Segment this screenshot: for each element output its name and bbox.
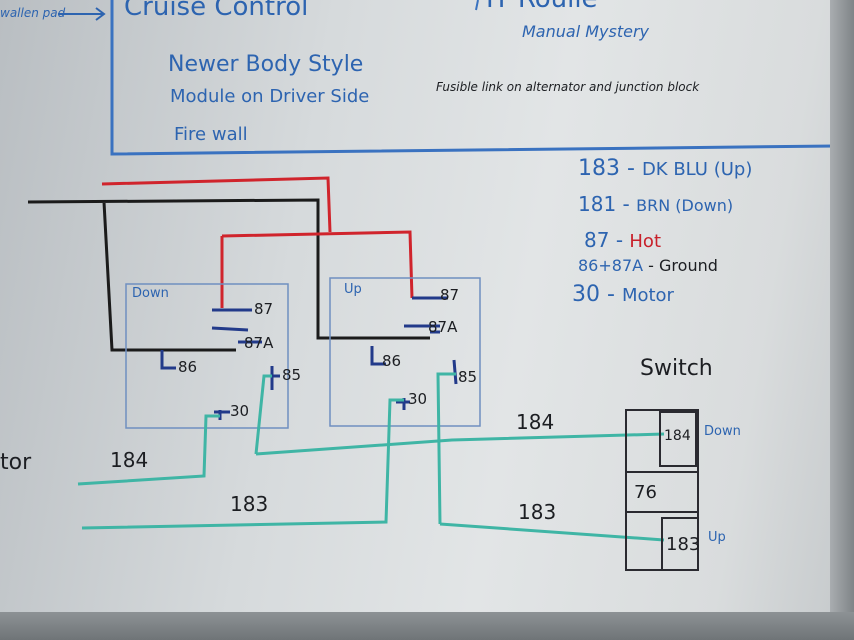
legend-number: 30 (572, 282, 600, 307)
cruise-box-divider (475, 0, 479, 11)
relay-up-pin-30: 30 (408, 390, 428, 408)
hot-wire (101, 176, 414, 308)
top-left-fragment: wallen pad (0, 6, 66, 20)
wire-label-184-right: 184 (516, 410, 555, 434)
relay-down-label: Down (132, 286, 169, 301)
relay-up-box (329, 277, 481, 427)
legend-text: Motor (621, 285, 674, 306)
top-right-heading: IT Roulie (486, 0, 598, 14)
wire-183-left (81, 398, 404, 530)
wire-label-183-right: 183 (518, 500, 557, 524)
relay-down-pin-85: 85 (282, 366, 302, 384)
relay-up-label: Up (344, 282, 362, 297)
arrow-line (58, 7, 106, 21)
legend-number: 183 (578, 156, 620, 181)
motor-fragment: tor (0, 450, 32, 475)
cruise-line-3: Fire wall (174, 124, 248, 145)
wire-184-main (255, 432, 665, 456)
whiteboard-frame-bottom (0, 612, 854, 640)
legend-row-86-87a: 86+87A - Ground (578, 256, 718, 275)
switch-cell-76: 76 (634, 482, 657, 503)
legend-text: Ground (659, 256, 718, 275)
switch-title: Switch (640, 356, 713, 381)
wire-label-184-left: 184 (110, 448, 149, 472)
relay-down-pin-30: 30 (230, 402, 250, 420)
wire-184-left (77, 414, 220, 486)
ground-wire (27, 198, 430, 352)
switch-up-label: Up (708, 530, 726, 545)
fusible-note: Fusible link on alternator and junction … (436, 80, 700, 94)
cruise-box-outline (110, 0, 836, 156)
legend-number: 87 (584, 228, 610, 252)
legend-row-183: 183 - DK BLU (Up) (578, 156, 753, 181)
legend-text: Hot (629, 231, 661, 252)
relay-up-pin-87: 87 (440, 286, 460, 304)
relay-down-pin-87a: 87A (244, 334, 274, 352)
relay-up-pin-87a: 87A (428, 318, 458, 336)
cruise-line-1: Newer Body Style (168, 52, 364, 77)
relay-up-pin-86: 86 (382, 352, 402, 370)
wire-185-down (254, 374, 272, 455)
switch-cell-184: 184 (664, 428, 691, 444)
switch-outline (625, 409, 699, 571)
relay-down-pin-87: 87 (254, 300, 274, 318)
switch-down-label: Down (704, 424, 741, 439)
legend-number: 181 (578, 192, 617, 216)
cruise-line-2: Module on Driver Side (170, 86, 370, 107)
legend-row-181: 181 - BRN (Down) (578, 192, 734, 216)
legend-row-87: 87 - Hot (584, 228, 661, 252)
legend-text: DK BLU (Up) (641, 159, 753, 180)
legend-number: 86+87A (578, 256, 644, 275)
legend-row-30: 30 - Motor (572, 282, 674, 307)
whiteboard-frame-right (830, 0, 854, 640)
cruise-title: Cruise Control (124, 0, 309, 22)
relay-down-pin-86: 86 (178, 358, 198, 376)
relay-up-pin-85: 85 (458, 368, 478, 386)
top-right-subheading: Manual Mystery (522, 22, 649, 41)
legend-text: BRN (Down) (636, 196, 734, 215)
switch-cell-183: 183 (666, 534, 701, 555)
wire-label-183-left: 183 (230, 492, 269, 516)
